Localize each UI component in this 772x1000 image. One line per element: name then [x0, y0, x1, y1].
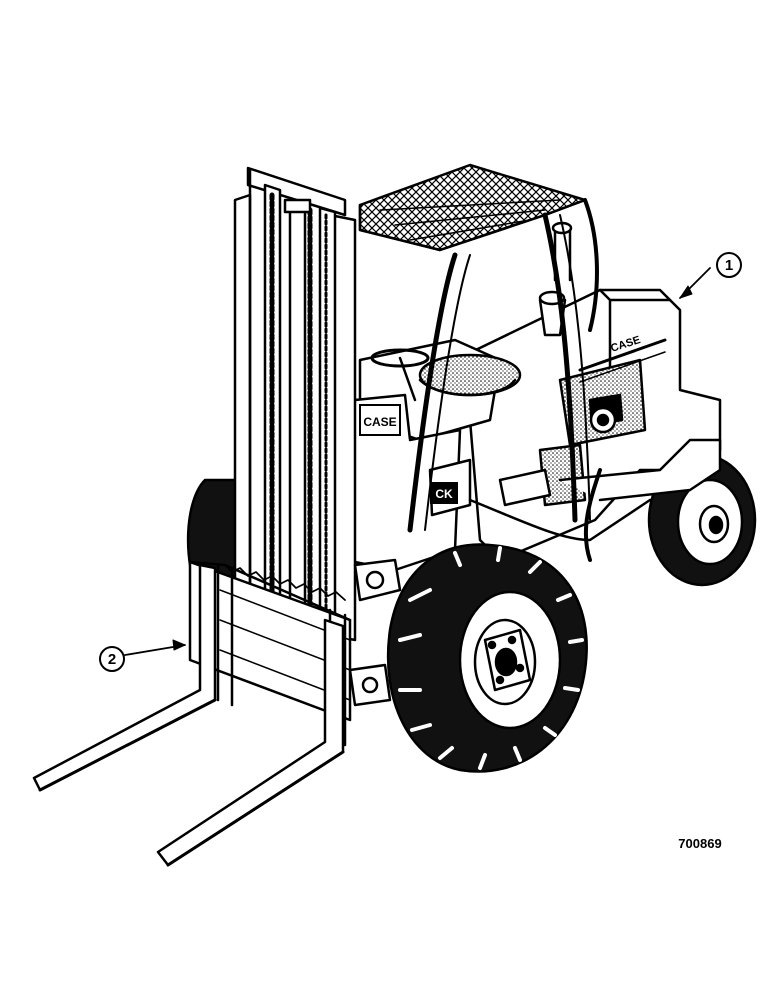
callout-1-leader	[679, 267, 711, 299]
ck-side-logo: CK	[430, 482, 458, 504]
overhead-guard	[358, 163, 599, 533]
mast-assembly	[233, 166, 402, 642]
callout-2-circle	[99, 646, 125, 672]
figure-number: 700869	[678, 836, 721, 851]
callout-2-leader	[124, 639, 186, 656]
callout-1-label: 1	[725, 257, 733, 274]
callout-1-circle	[716, 252, 742, 278]
svg-text:CASE: CASE	[363, 415, 396, 429]
front-drive-tire	[386, 543, 588, 773]
case-logo-panel: CASE	[359, 404, 401, 436]
fork-left	[32, 563, 217, 792]
callout-2-label: 2	[108, 651, 116, 668]
svg-text:CK: CK	[435, 487, 453, 501]
fork-right	[156, 618, 345, 867]
